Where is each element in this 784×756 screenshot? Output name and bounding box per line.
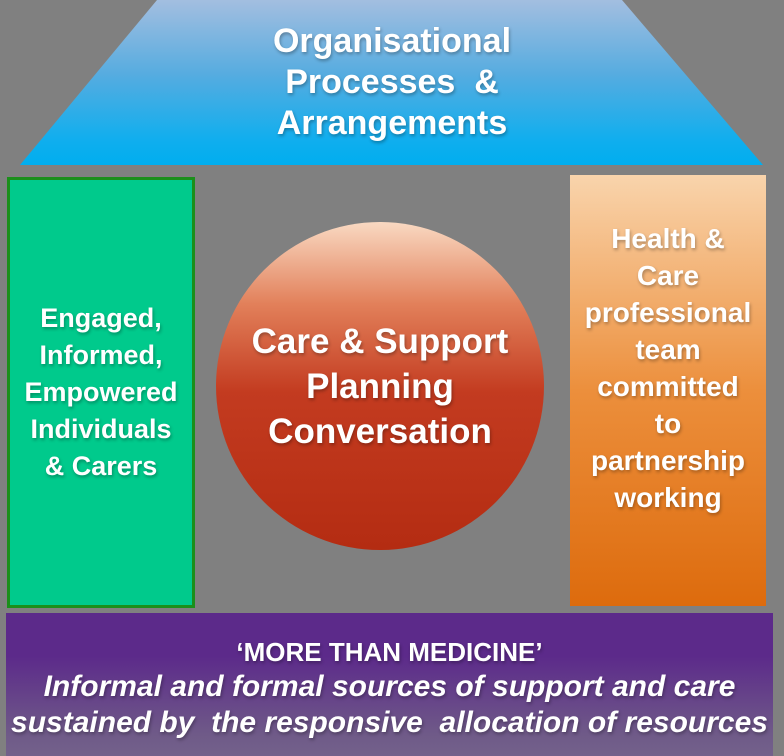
left-box-label-line: Empowered [24, 377, 178, 407]
circle-label-line: Conversation [268, 411, 492, 451]
left-box-label-line: Engaged, [40, 303, 162, 333]
bottom-bar-title: ‘MORE THAN MEDICINE’ [236, 637, 543, 667]
right-box-label-line: partnership [590, 445, 746, 476]
trapezoid-label-line: Processes & [285, 63, 499, 101]
organisational-processes-trapezoid: Organisational Processes & Arrangements [20, 0, 763, 165]
right-box-label-line: to [654, 408, 682, 439]
trapezoid-label-line: Organisational [272, 22, 512, 60]
bottom-bar-subtitle-line: sustained by the responsive allocation o… [11, 706, 768, 739]
more-than-medicine-bar: ‘MORE THAN MEDICINE’ Informal and formal… [6, 613, 773, 756]
trapezoid-label-line: Arrangements [276, 104, 508, 142]
right-box-label-line: Care [636, 260, 700, 291]
bottom-bar-subtitle-line: Informal and formal sources of support a… [43, 670, 736, 703]
right-box-label-line: professional [584, 297, 752, 328]
care-support-planning-circle: Care & Support Planning Conversation [216, 222, 544, 550]
right-box-label-line: working [614, 482, 722, 513]
left-box-label-line: Individuals [30, 414, 172, 444]
right-box-label-line: team [635, 334, 701, 365]
right-box-label-line: committed [597, 371, 739, 402]
health-care-team-box: Health & Care professional team committe… [570, 175, 766, 606]
left-box-label-line: & Carers [44, 451, 158, 481]
circle-label-line: Care & Support [251, 321, 509, 361]
engaged-individuals-box: Engaged, Informed, Empowered Individuals… [7, 177, 195, 608]
right-box-label-line: Health & [611, 223, 725, 254]
left-box-label-line: Informed, [39, 340, 163, 370]
circle-label-line: Planning [306, 366, 454, 406]
